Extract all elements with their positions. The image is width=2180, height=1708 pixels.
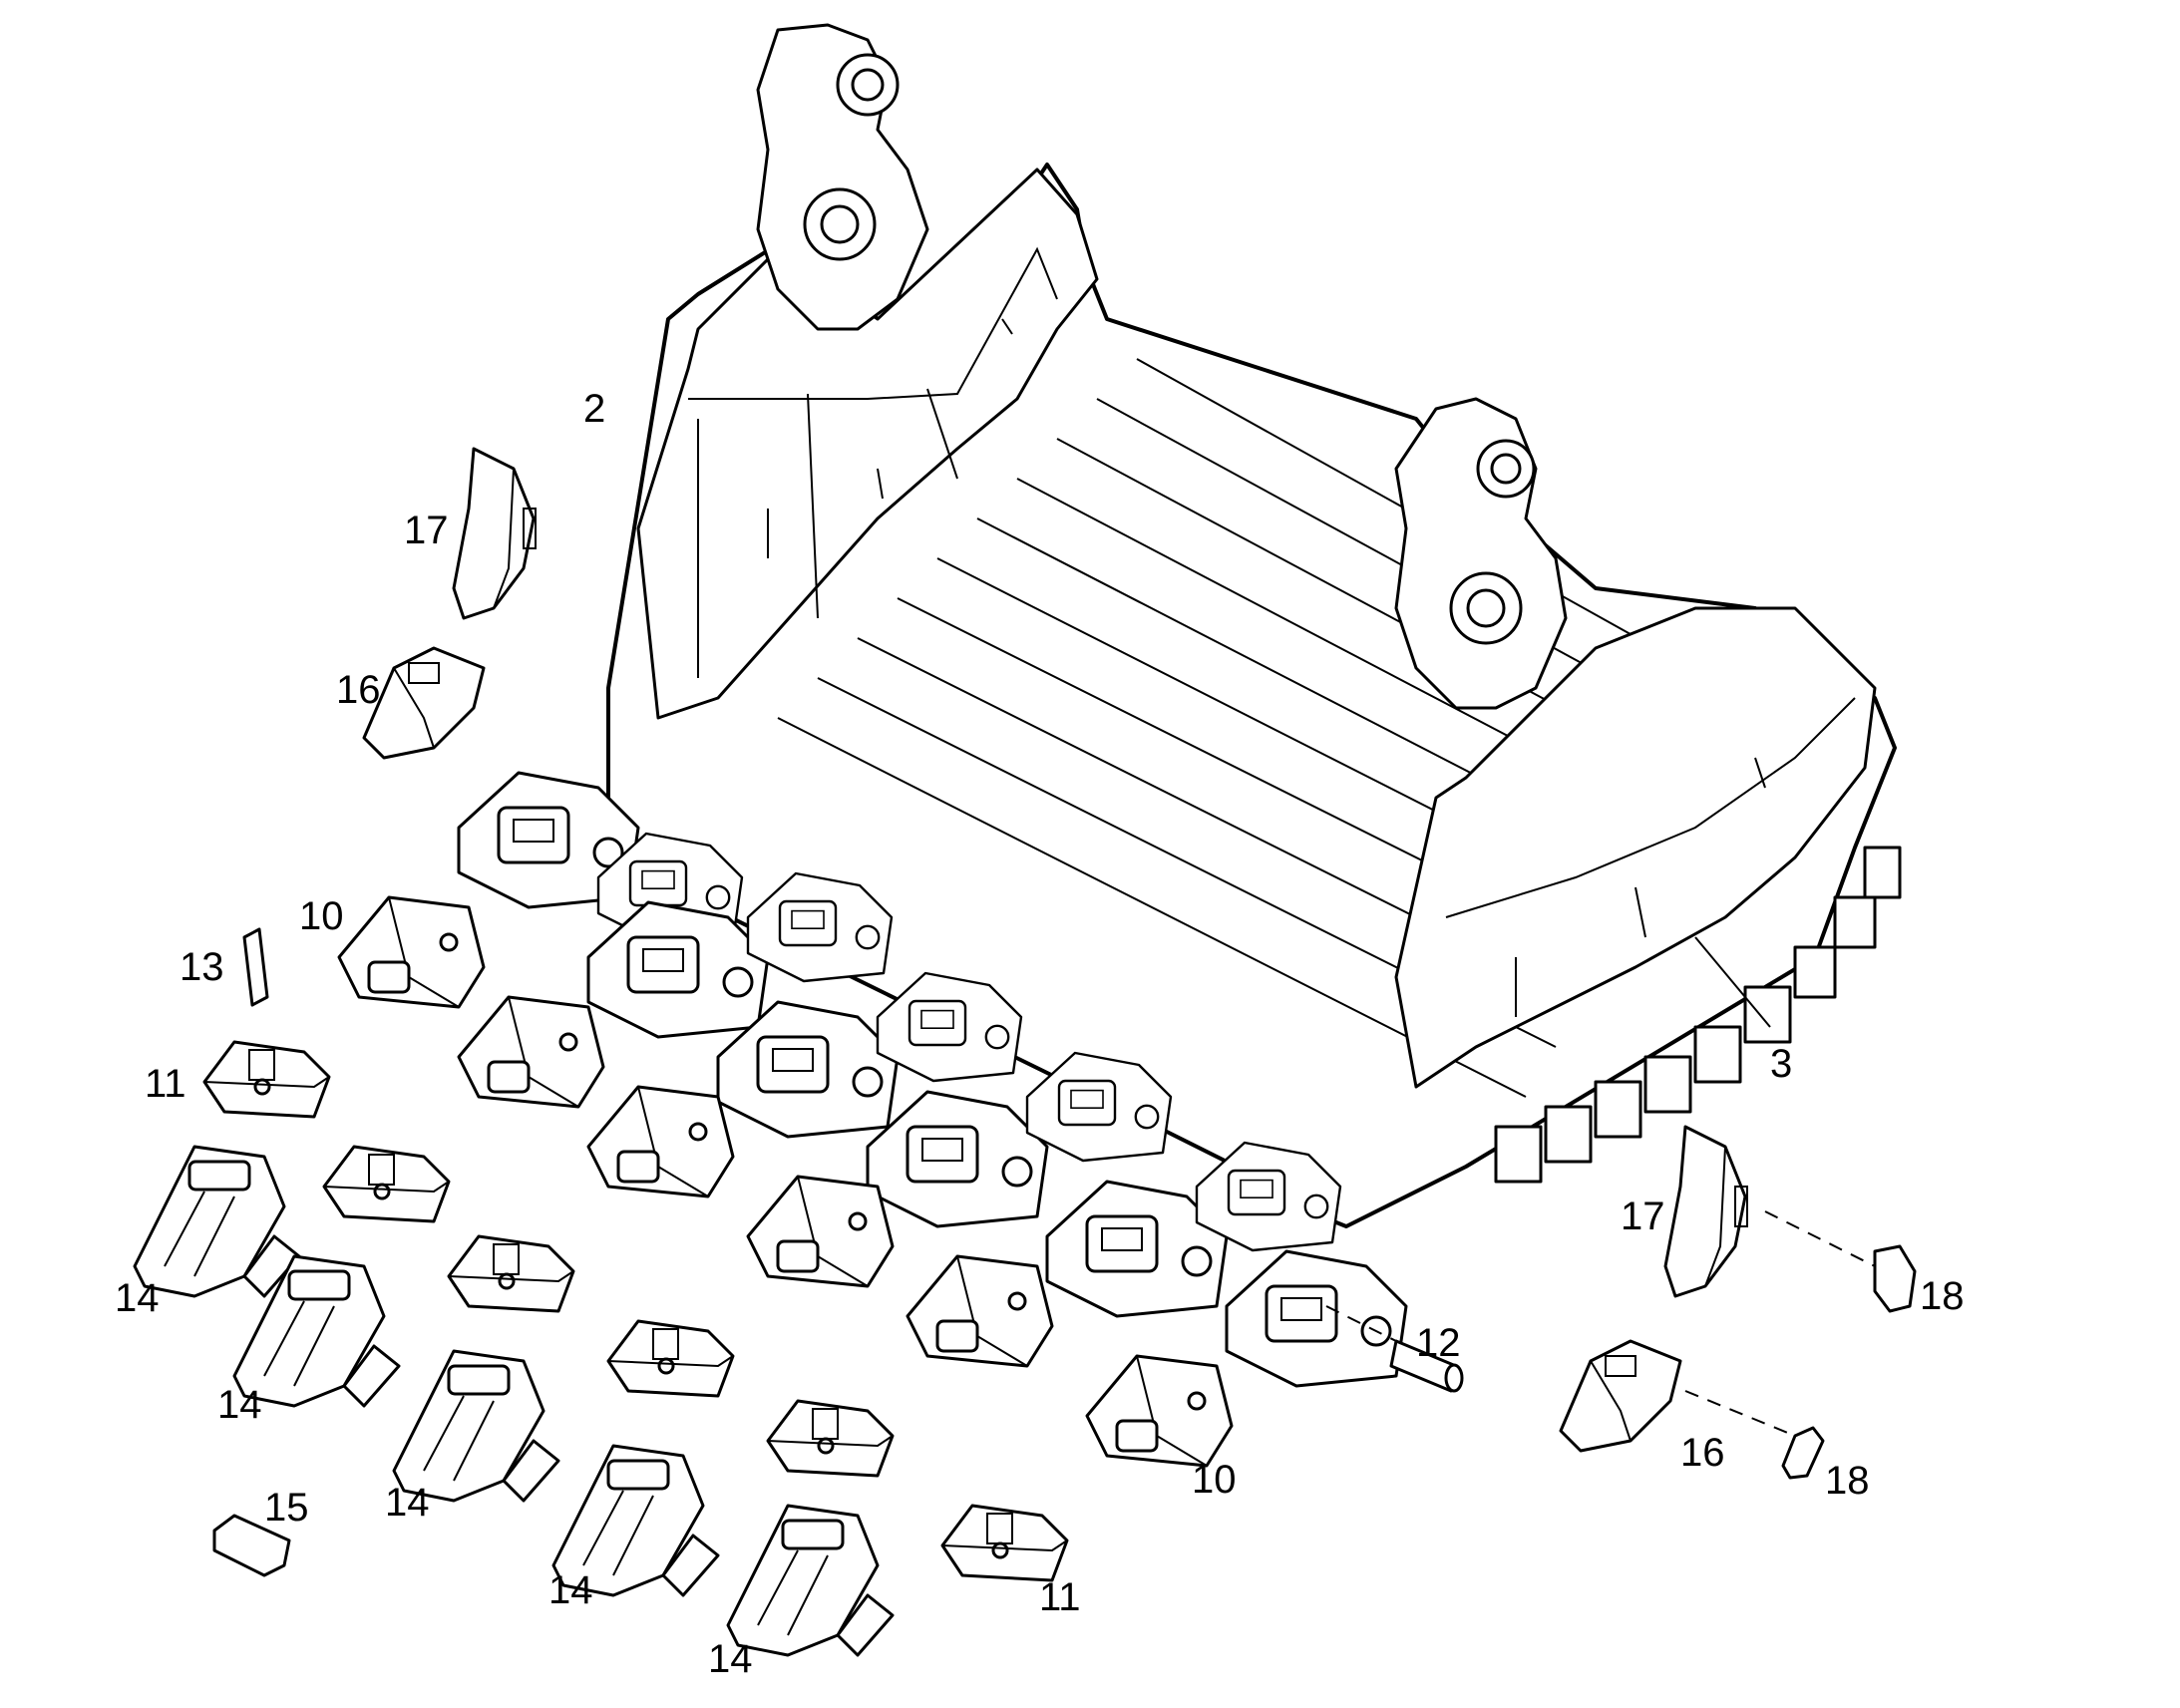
mounting-lug-left bbox=[756, 23, 929, 331]
callout-17-right: 17 bbox=[1621, 1195, 1665, 1238]
callout-2: 2 bbox=[583, 387, 605, 431]
mounting-lug-right bbox=[1394, 397, 1568, 710]
side-guard-17-right bbox=[1663, 1125, 1876, 1298]
callout-18-upper: 18 bbox=[1920, 1274, 1965, 1318]
callout-12: 12 bbox=[1416, 1321, 1461, 1365]
callout-16-left: 16 bbox=[336, 668, 381, 712]
callout-14-d: 14 bbox=[548, 1568, 593, 1612]
retainer-13 bbox=[242, 927, 269, 1007]
bucket-body bbox=[606, 23, 1902, 1228]
callout-14-a: 14 bbox=[115, 1276, 160, 1320]
side-guard-16-right bbox=[1559, 1339, 1796, 1453]
callout-15: 15 bbox=[264, 1486, 309, 1530]
side-guard-17-left bbox=[452, 447, 538, 620]
callout-10-lower: 10 bbox=[1192, 1458, 1237, 1502]
callout-13: 13 bbox=[180, 945, 224, 989]
cutting-edge-segments bbox=[1494, 846, 1902, 1184]
callout-labels: 2 3 10 10 11 11 12 13 14 14 14 14 14 15 … bbox=[115, 387, 1965, 1681]
callout-14-c: 14 bbox=[385, 1481, 430, 1525]
callout-11-upper: 11 bbox=[145, 1062, 186, 1106]
retainer-15 bbox=[212, 1514, 291, 1577]
leader-3 bbox=[1694, 936, 1771, 1028]
callout-17-left: 17 bbox=[404, 509, 449, 552]
callout-11-lower: 11 bbox=[1039, 1575, 1081, 1619]
keeper-18-upper bbox=[1873, 1244, 1917, 1313]
callout-14-b: 14 bbox=[217, 1383, 262, 1427]
callout-16-right: 16 bbox=[1680, 1431, 1725, 1475]
keeper-18-lower bbox=[1781, 1426, 1825, 1480]
callout-14-e: 14 bbox=[708, 1637, 753, 1681]
callout-18-lower: 18 bbox=[1825, 1459, 1870, 1503]
bucket-floor-slats bbox=[777, 358, 1656, 1098]
side-guard-16-left bbox=[362, 646, 486, 760]
callout-10-upper: 10 bbox=[299, 894, 344, 938]
callout-3: 3 bbox=[1770, 1042, 1792, 1086]
pin-12 bbox=[1325, 1305, 1464, 1393]
